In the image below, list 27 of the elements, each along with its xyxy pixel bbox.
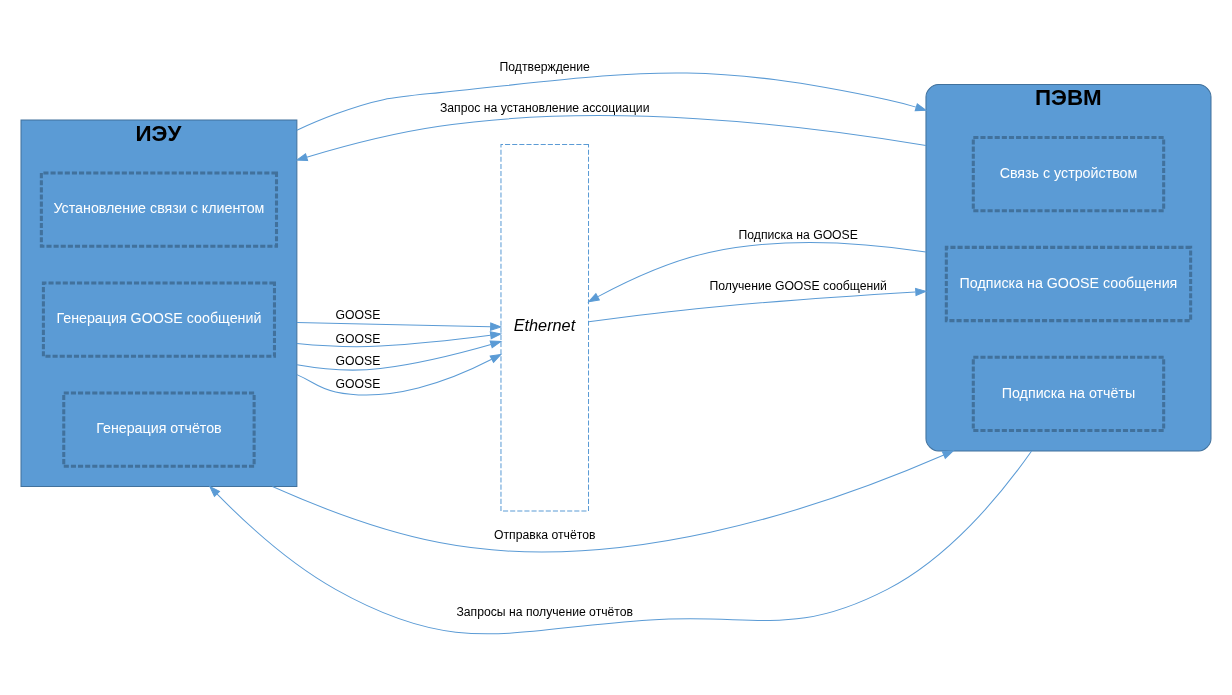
edge-label: Запрос на установление ассоциации [439, 100, 650, 115]
node-box: Генерация GOOSE сообщений [41, 281, 276, 358]
arrow [296, 331, 503, 348]
edge-label: Подписка на GOOSE [738, 227, 858, 242]
arrow [587, 242, 927, 303]
node-box: Генерация отчётов [62, 391, 256, 468]
node-box: Подписка на GOOSE сообщения [944, 245, 1193, 323]
arrow [296, 353, 503, 396]
edge-label: GOOSE [335, 377, 381, 392]
arrow [296, 322, 503, 331]
arrow [296, 340, 503, 371]
edge-label: GOOSE [335, 354, 381, 369]
node-box: Ethernet [500, 144, 590, 512]
edge-label: Подтверждение [499, 59, 590, 74]
node-box: Связь с устройством [971, 135, 1166, 213]
edge-label: GOOSE [335, 308, 381, 323]
arrow [588, 287, 928, 323]
arrow [271, 450, 955, 553]
edge-label: Запросы на получение отчётов [456, 605, 634, 620]
edge-label: Получение GOOSE сообщений [709, 278, 887, 293]
arrow [208, 450, 1033, 635]
arrow [295, 115, 927, 162]
edge-label: GOOSE [335, 331, 381, 346]
node-box: Подписка на отчёты [971, 355, 1166, 433]
edge-label: Отправка отчётов [493, 528, 596, 543]
node-box: Установление связи с клиентом [39, 171, 279, 248]
arrow [296, 72, 928, 131]
